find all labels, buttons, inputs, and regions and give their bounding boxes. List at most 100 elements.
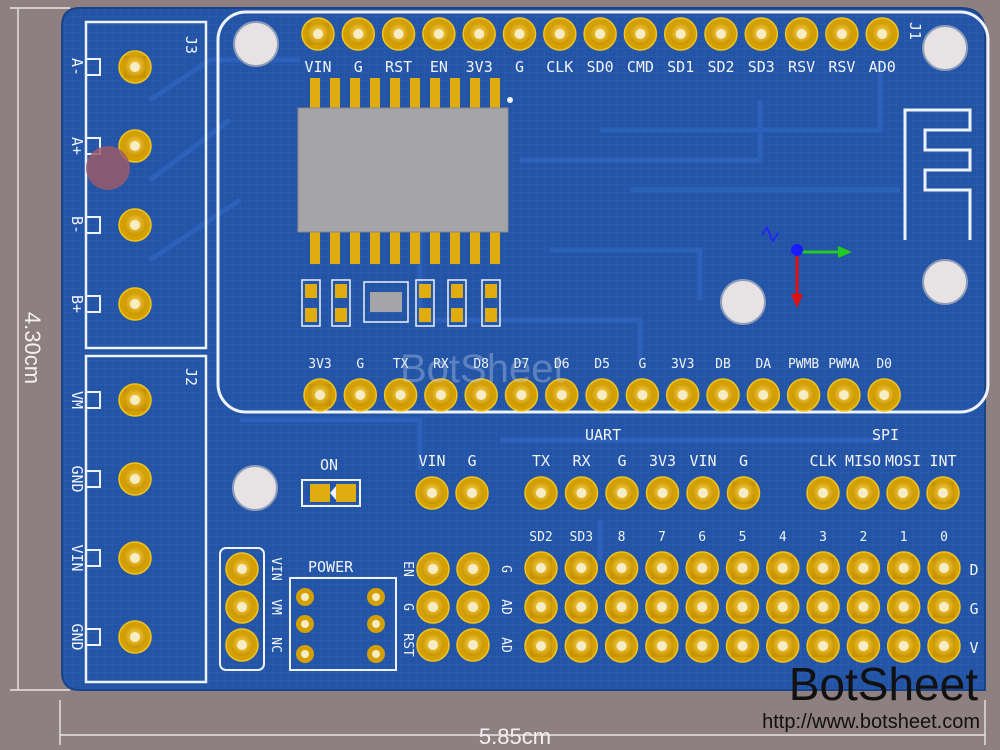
gpio-pin [524,629,558,663]
dimension-lines [10,7,986,745]
j1-pin [623,17,658,51]
header-pin [886,476,920,510]
bottom-pin [585,378,619,412]
j2-connector [84,354,208,684]
bottom-pin [383,378,418,412]
j1-pin [583,17,617,51]
j1-pin [865,17,899,51]
pcb-board [61,7,986,691]
pin-label: D8 [473,357,489,372]
j1-pin [301,17,335,51]
pin-label: B- [68,216,86,234]
pin-label: AD0 [869,58,896,76]
gpio-pin [886,590,921,624]
pin-label: D5 [594,357,610,372]
bottom-pin [746,378,781,412]
header-pin [926,476,960,510]
gpio-pin [645,590,679,624]
pin-label: G [356,357,364,372]
pin-label: RSV [788,58,815,76]
header-pin [415,476,449,510]
power-right-pin [416,552,450,586]
gpio-pin [846,590,881,624]
pin-label: RSV [828,58,855,76]
j1-pin [341,17,376,51]
power-socket-pin [296,588,314,606]
pin-label: RST [400,633,415,657]
pin-label: SD2 [529,530,552,545]
gpio-pin [806,629,840,663]
antenna-trace [903,108,972,240]
j3-ref: J3 [182,36,200,54]
power-right-pin [456,628,490,662]
pin-label: G [467,452,476,470]
pin-label: PWMB [788,357,819,372]
pin-label: 0 [940,530,948,545]
gpio-pin [886,629,921,663]
pin-label: A- [68,58,86,76]
pin-label: G [969,600,978,618]
gpio-pin [645,551,679,585]
j1-pin [422,17,456,51]
header-pin [564,476,599,510]
terminal-pad [118,287,152,321]
solder-blob [86,146,130,190]
pin-label: DA [755,357,771,372]
pin-label: 7 [658,530,666,545]
gpio-pin [766,551,800,585]
pin-label: AD [498,599,513,615]
pin-label: V [969,639,978,657]
power-socket-pin [367,588,385,606]
j1-pin [462,17,496,51]
pin-label: D0 [876,357,892,372]
j1-pin [744,17,779,51]
pin-label: VIN [418,452,445,470]
pin-label: 3V3 [308,357,331,372]
gpio-pin [725,629,760,663]
uart-title: UART [585,426,621,444]
pin-label: 3V3 [466,58,493,76]
pin-label: EN [400,561,415,577]
j1-pin [784,17,819,51]
bottom-pin [786,378,821,412]
header-pin [605,476,639,510]
pin-label: A+ [68,137,86,155]
pin-label: SD3 [748,58,775,76]
pin-label: NC [268,637,283,653]
pin-label: EN [430,58,448,76]
pin-label: 3 [819,530,827,545]
gpio-pin [524,551,558,585]
header-pin [806,476,840,510]
pin-label: G [354,58,363,76]
gpio-pin [564,551,599,585]
gpio-pin [604,551,639,585]
pin-label: PWMA [828,357,859,372]
gpio-pin [725,590,760,624]
ic-chip [297,78,513,264]
pin-label: 6 [698,530,706,545]
pin-label: D [969,561,978,579]
bottom-pin [545,378,579,412]
bottom-pin [424,378,458,412]
pin-label: 3V3 [649,452,676,470]
bottom-pin [867,378,901,412]
pin-label: INT [929,452,956,470]
pin-label: D7 [514,357,530,372]
pin-label: RST [385,58,412,76]
bottom-pin [464,378,498,412]
pin-label: G [617,452,626,470]
gpio-pin [766,590,800,624]
pin-label: MISO [845,452,881,470]
pin-label: B+ [68,295,86,313]
pin-label: 1 [900,530,908,545]
pin-label: AD [498,637,513,653]
vin-g-header: VIN G [415,452,489,510]
pin-label: VM [268,599,283,615]
bottom-pin [827,378,861,412]
pin-label: SD2 [707,58,734,76]
terminal-pad [118,620,152,654]
